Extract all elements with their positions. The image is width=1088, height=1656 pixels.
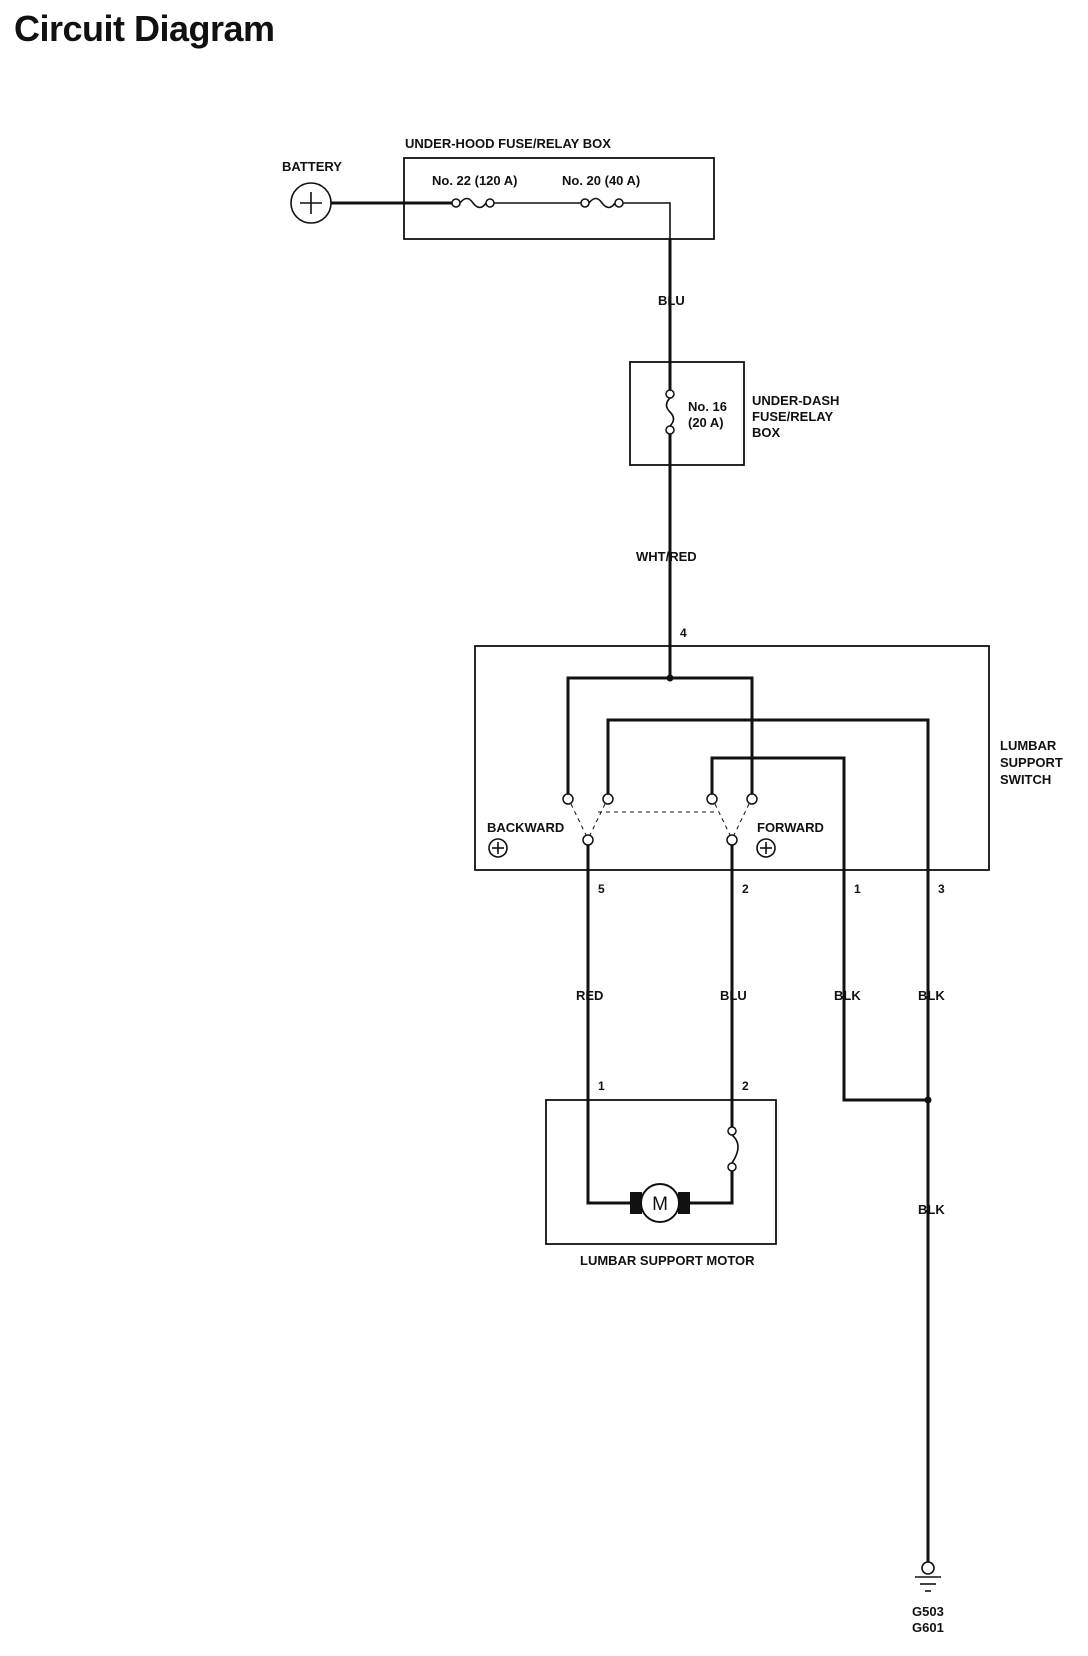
wire-label-blk-1: BLK: [834, 988, 861, 1003]
ground-icon: [915, 1561, 941, 1592]
switch-backward-label: BACKWARD: [487, 820, 564, 835]
fuse-no22-icon: [459, 197, 487, 209]
wire-label-blu: BLU: [720, 988, 747, 1003]
underhood-fuse-relay-box: UNDER-HOOD FUSE/RELAY BOX No. 22 (120 A)…: [403, 136, 715, 240]
ground-label-2: G601: [912, 1620, 944, 1635]
page-title: Circuit Diagram: [14, 8, 275, 49]
fuse-no16-label: No. 16: [688, 399, 727, 414]
underdash-box-label-3: BOX: [752, 425, 781, 440]
wire-label-wht-red: WHT/RED: [636, 549, 697, 564]
wire-label-red: RED: [576, 988, 603, 1003]
switch-pin-5: 5: [598, 882, 605, 896]
battery: BATTERY: [282, 159, 342, 224]
lumbar-support-motor: 1 2 M LUMBAR SUPPORT MOTOR: [545, 1079, 777, 1268]
lumbar-support-switch: BACKWARD FORWARD LUMBAR SUPPORT SWITCH: [474, 645, 1063, 871]
fuse-no22-label: No. 22 (120 A): [432, 173, 518, 188]
blk-wire-1: [842, 870, 928, 1102]
switch-pin-1: 1: [854, 882, 861, 896]
switch-pin-2: 2: [742, 882, 749, 896]
wire-label-blk-2: BLK: [918, 988, 945, 1003]
fuse-no16-icon: [665, 397, 675, 427]
wire-label-blk-3: BLK: [918, 1202, 945, 1217]
motor-symbol: M: [652, 1194, 668, 1215]
wire-label-blu-top: BLU: [658, 293, 685, 308]
underhood-box-label: UNDER-HOOD FUSE/RELAY BOX: [405, 136, 611, 151]
switch-forward-label: FORWARD: [757, 820, 824, 835]
fuse-no20-label: No. 20 (40 A): [562, 173, 640, 188]
switch-pin-4: 4: [680, 626, 687, 640]
battery-label: BATTERY: [282, 159, 342, 174]
motor-icon: M: [630, 1183, 690, 1223]
forward-plus-icon: [756, 838, 776, 858]
underdash-box-label-1: UNDER-DASH: [752, 393, 839, 408]
motor-label: LUMBAR SUPPORT MOTOR: [580, 1253, 755, 1268]
ground-junction-dot: [924, 1096, 932, 1104]
switch-pin-3: 3: [938, 882, 945, 896]
fuse-no16-rating: (20 A): [688, 415, 724, 430]
switch-label-2: SUPPORT: [1000, 755, 1063, 770]
underdash-box-label-2: FUSE/RELAY: [752, 409, 833, 424]
fuse-no20-icon: [588, 197, 616, 209]
switch-label-3: SWITCH: [1000, 772, 1051, 787]
switch-label-1: LUMBAR: [1000, 738, 1057, 753]
underdash-fuse-relay-box: No. 16 (20 A) UNDER-DASH FUSE/RELAY BOX: [629, 361, 839, 466]
motor-pin-1: 1: [598, 1079, 605, 1093]
motor-pin-2: 2: [742, 1079, 749, 1093]
backward-plus-icon: [488, 838, 508, 858]
ground-label-1: G503: [912, 1604, 944, 1619]
